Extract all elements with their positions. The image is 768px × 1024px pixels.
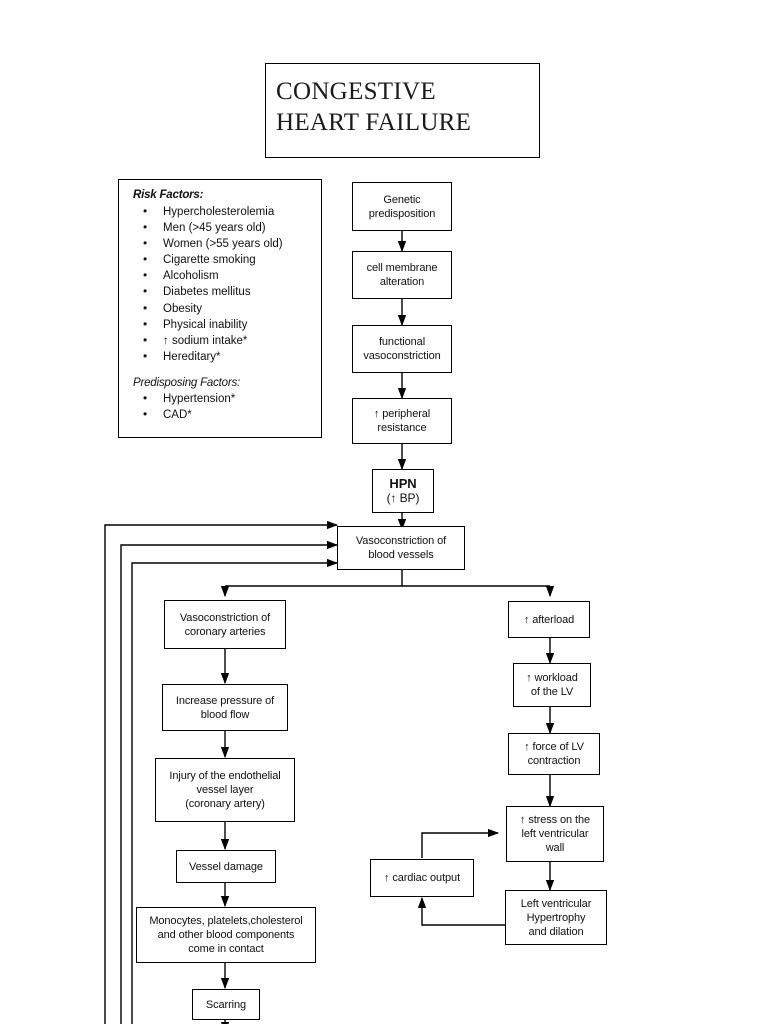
risk-factors-list: Hypercholesterolemia Men (>45 years old)… <box>133 203 315 365</box>
predisposing-factors-heading: Predisposing Factors: <box>133 376 241 389</box>
node-vessel-damage: Vessel damage <box>176 850 276 883</box>
node-monocytes-platelets-cholesterol: Monocytes, platelets,cholesterol and oth… <box>136 907 316 963</box>
node-lv-hypertrophy-dilation: Left ventricular Hypertrophy and dilatio… <box>505 890 607 945</box>
list-item: Women (>55 years old) <box>133 235 315 252</box>
list-item: Hypercholesterolemia <box>133 203 315 220</box>
feedback-return-line-2 <box>120 540 339 1024</box>
page-title: CONGESTIVE HEART FAILURE <box>276 78 472 136</box>
list-item: Cigarette smoking <box>133 251 315 268</box>
feedback-loop-cardiac-output <box>417 828 505 926</box>
node-genetic-predisposition: Genetic predisposition <box>352 182 452 231</box>
node-functional-vasoconstriction: functional vasoconstriction <box>352 325 452 373</box>
node-vasoconstriction-coronary-arteries: Vasoconstriction of coronary arteries <box>164 600 286 649</box>
list-item: Men (>45 years old) <box>133 219 315 236</box>
node-injury-endothelial-vessel-layer: Injury of the endothelial vessel layer (… <box>155 758 295 822</box>
feedback-return-line-1 <box>104 520 339 1024</box>
chart-title-box: CONGESTIVE HEART FAILURE <box>265 63 540 158</box>
list-item: ↑ sodium intake* <box>133 332 315 349</box>
list-item: Alcoholism <box>133 267 315 284</box>
node-cell-membrane-alteration: cell membrane alteration <box>352 251 452 299</box>
list-item: Hereditary* <box>133 348 315 365</box>
risk-factors-panel: Risk Factors: Hypercholesterolemia Men (… <box>118 179 322 438</box>
node-afterload: ↑ afterload <box>508 601 590 638</box>
list-item: Diabetes mellitus <box>133 283 315 300</box>
loop-cardiacoutput-to-stress <box>421 828 500 858</box>
list-item: CAD* <box>133 406 315 423</box>
node-increase-pressure-blood-flow: Increase pressure of blood flow <box>162 684 288 731</box>
node-scarring: Scarring <box>192 989 260 1020</box>
feedback-return-line-3 <box>131 558 339 1024</box>
loop-hypertrophy-to-cardiacoutput <box>417 896 505 926</box>
list-item: Hypertension* <box>133 390 315 407</box>
node-cardiac-output: ↑ cardiac output <box>370 859 474 897</box>
feedback-returns-to-vasoconstriction <box>104 520 339 1024</box>
node-peripheral-resistance: ↑ peripheral resistance <box>352 398 452 444</box>
predisposing-factors-list: Hypertension* CAD* <box>133 390 315 423</box>
hpn-sublabel: (↑ BP) <box>386 491 420 505</box>
node-vasoconstriction-blood-vessels: Vasoconstriction of blood vessels <box>337 526 465 570</box>
list-item: Physical inability <box>133 316 315 333</box>
list-item: Obesity <box>133 300 315 317</box>
branch-split-vasoconstriction <box>220 570 555 598</box>
risk-factors-heading: Risk Factors: <box>133 189 204 201</box>
node-force-lv-contraction: ↑ force of LV contraction <box>508 733 600 775</box>
node-hpn: HPN (↑ BP) <box>372 469 434 513</box>
hpn-label: HPN <box>389 476 417 491</box>
node-stress-lv-wall: ↑ stress on the left ventricular wall <box>506 806 604 862</box>
node-workload-lv: ↑ workload of the LV <box>513 663 591 707</box>
